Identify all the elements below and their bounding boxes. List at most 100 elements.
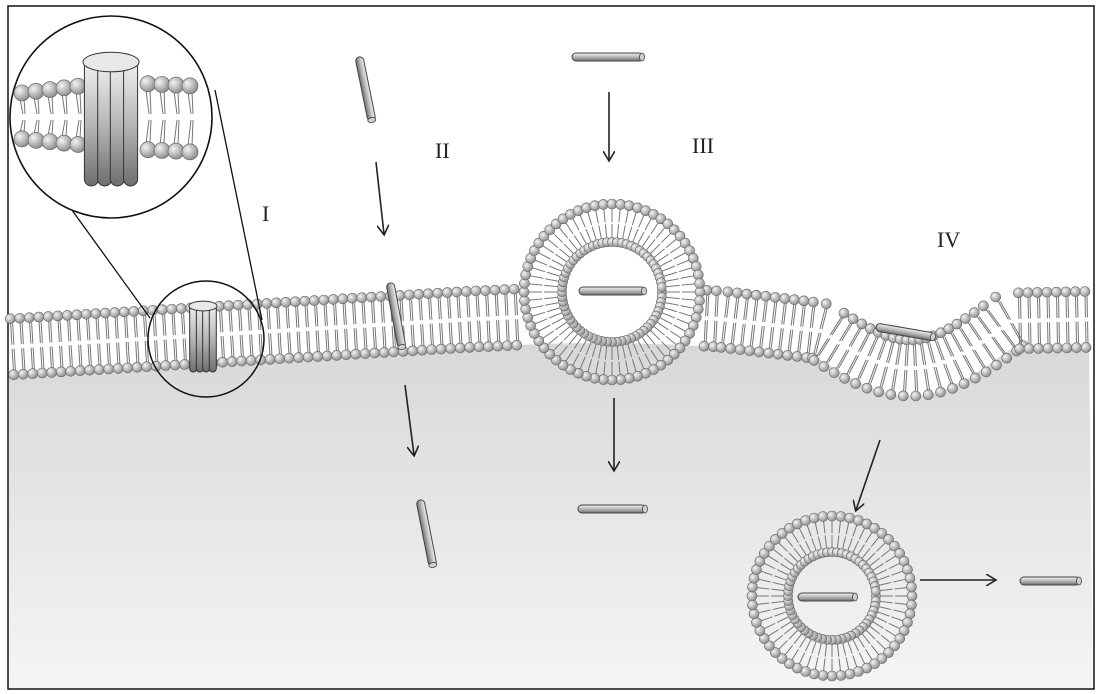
- lipid-head: [748, 600, 758, 610]
- lipid-head: [905, 573, 915, 583]
- lipid-head: [959, 379, 969, 389]
- lipid-head: [483, 342, 493, 352]
- lipid-head: [142, 362, 152, 372]
- lipid-head: [24, 313, 34, 323]
- lipid-head: [936, 387, 946, 397]
- lipid-head: [1081, 342, 1091, 352]
- lipid-head: [62, 310, 72, 320]
- lipid-head: [745, 346, 755, 356]
- lipid-head: [874, 387, 884, 397]
- lipid-head: [749, 609, 759, 619]
- lipid-head: [328, 294, 338, 304]
- lipid-head: [376, 292, 386, 302]
- lipid-head: [313, 351, 323, 361]
- lipid-head: [72, 310, 82, 320]
- lipid-head: [332, 350, 342, 360]
- lipid-head: [819, 362, 829, 372]
- lipid-head: [1013, 288, 1023, 298]
- lipid-head: [500, 285, 510, 295]
- lipid-head: [5, 314, 15, 324]
- lipid-head: [970, 373, 980, 383]
- lipid-head: [923, 390, 933, 400]
- lipid-head: [379, 347, 389, 357]
- lipid-head: [28, 83, 44, 99]
- nanorod-iii-in-vesicle: [579, 287, 647, 295]
- lipid-head: [1032, 287, 1042, 297]
- lipid-head: [140, 76, 156, 92]
- lipid-head: [461, 286, 471, 296]
- lipid-head: [754, 347, 764, 357]
- lipid-head: [154, 76, 170, 92]
- lipid-head: [132, 362, 142, 372]
- lipid-head: [848, 314, 858, 324]
- lipid-head: [237, 356, 247, 366]
- lipid-head: [992, 360, 1002, 370]
- lipid-head: [75, 366, 85, 376]
- lipid-head: [808, 297, 818, 307]
- lipid-head: [180, 359, 190, 369]
- channel-bundle-small: [189, 301, 217, 372]
- lipid-head: [303, 352, 313, 362]
- lipid-head: [871, 586, 880, 595]
- lipid-head: [341, 350, 351, 360]
- lipid-head: [243, 300, 253, 310]
- lipid-head: [761, 291, 771, 301]
- lipid-head: [423, 289, 433, 299]
- lipid-head: [742, 289, 752, 299]
- lipid-head: [129, 306, 139, 316]
- lipid-head: [818, 670, 828, 680]
- lipid-head: [119, 307, 129, 317]
- lipid-head: [827, 511, 837, 521]
- lipid-head: [747, 591, 757, 601]
- lipid-head: [427, 345, 437, 355]
- lipid-head: [167, 304, 177, 314]
- lipid-head: [809, 513, 819, 523]
- lipid-head: [735, 345, 745, 355]
- lipid-head: [764, 348, 774, 358]
- lipid-head: [18, 369, 28, 379]
- lipid-head: [906, 582, 916, 592]
- lipid-head: [836, 512, 846, 522]
- lipid-head: [840, 373, 850, 383]
- lipid-head: [113, 363, 123, 373]
- lipid-head: [56, 367, 66, 377]
- lipid-head: [338, 294, 348, 304]
- lipid-head: [732, 288, 742, 298]
- lipid-head: [1051, 287, 1061, 297]
- lipid-head: [716, 342, 726, 352]
- lipid-head: [978, 301, 988, 311]
- lipid-head: [818, 512, 828, 522]
- lipid-head: [509, 284, 519, 294]
- lipid-head: [182, 78, 198, 94]
- lipid-head: [726, 343, 736, 353]
- lipid-head: [493, 341, 503, 351]
- lipid-head: [15, 313, 25, 323]
- lipid-head: [465, 342, 475, 352]
- lipid-head: [851, 379, 861, 389]
- stage-label-iv: IV: [937, 227, 960, 253]
- lipid-head: [792, 351, 802, 361]
- lipid-head: [182, 144, 198, 160]
- nanorod-iv-released: [1020, 577, 1082, 585]
- lipid-head: [436, 344, 446, 354]
- lipid-head: [322, 351, 332, 361]
- lipid-head: [723, 287, 733, 297]
- lipid-head: [42, 82, 58, 98]
- lipid-head: [821, 299, 831, 309]
- lipid-head: [53, 311, 63, 321]
- lipid-head: [176, 304, 186, 314]
- lipid-head: [1034, 343, 1044, 353]
- lipid-head: [227, 357, 237, 367]
- lipid-head: [836, 670, 846, 680]
- lipid-head: [512, 340, 522, 350]
- lipid-head: [123, 363, 133, 373]
- lipid-head: [66, 366, 76, 376]
- lipid-head: [502, 341, 512, 351]
- lipid-head: [1043, 343, 1053, 353]
- lipid-head: [246, 355, 256, 365]
- lipid-head: [1023, 288, 1033, 298]
- lipid-head: [827, 671, 837, 681]
- lipid-head: [862, 383, 872, 393]
- lipid-head: [695, 278, 705, 288]
- stage-label-ii: II: [435, 138, 450, 164]
